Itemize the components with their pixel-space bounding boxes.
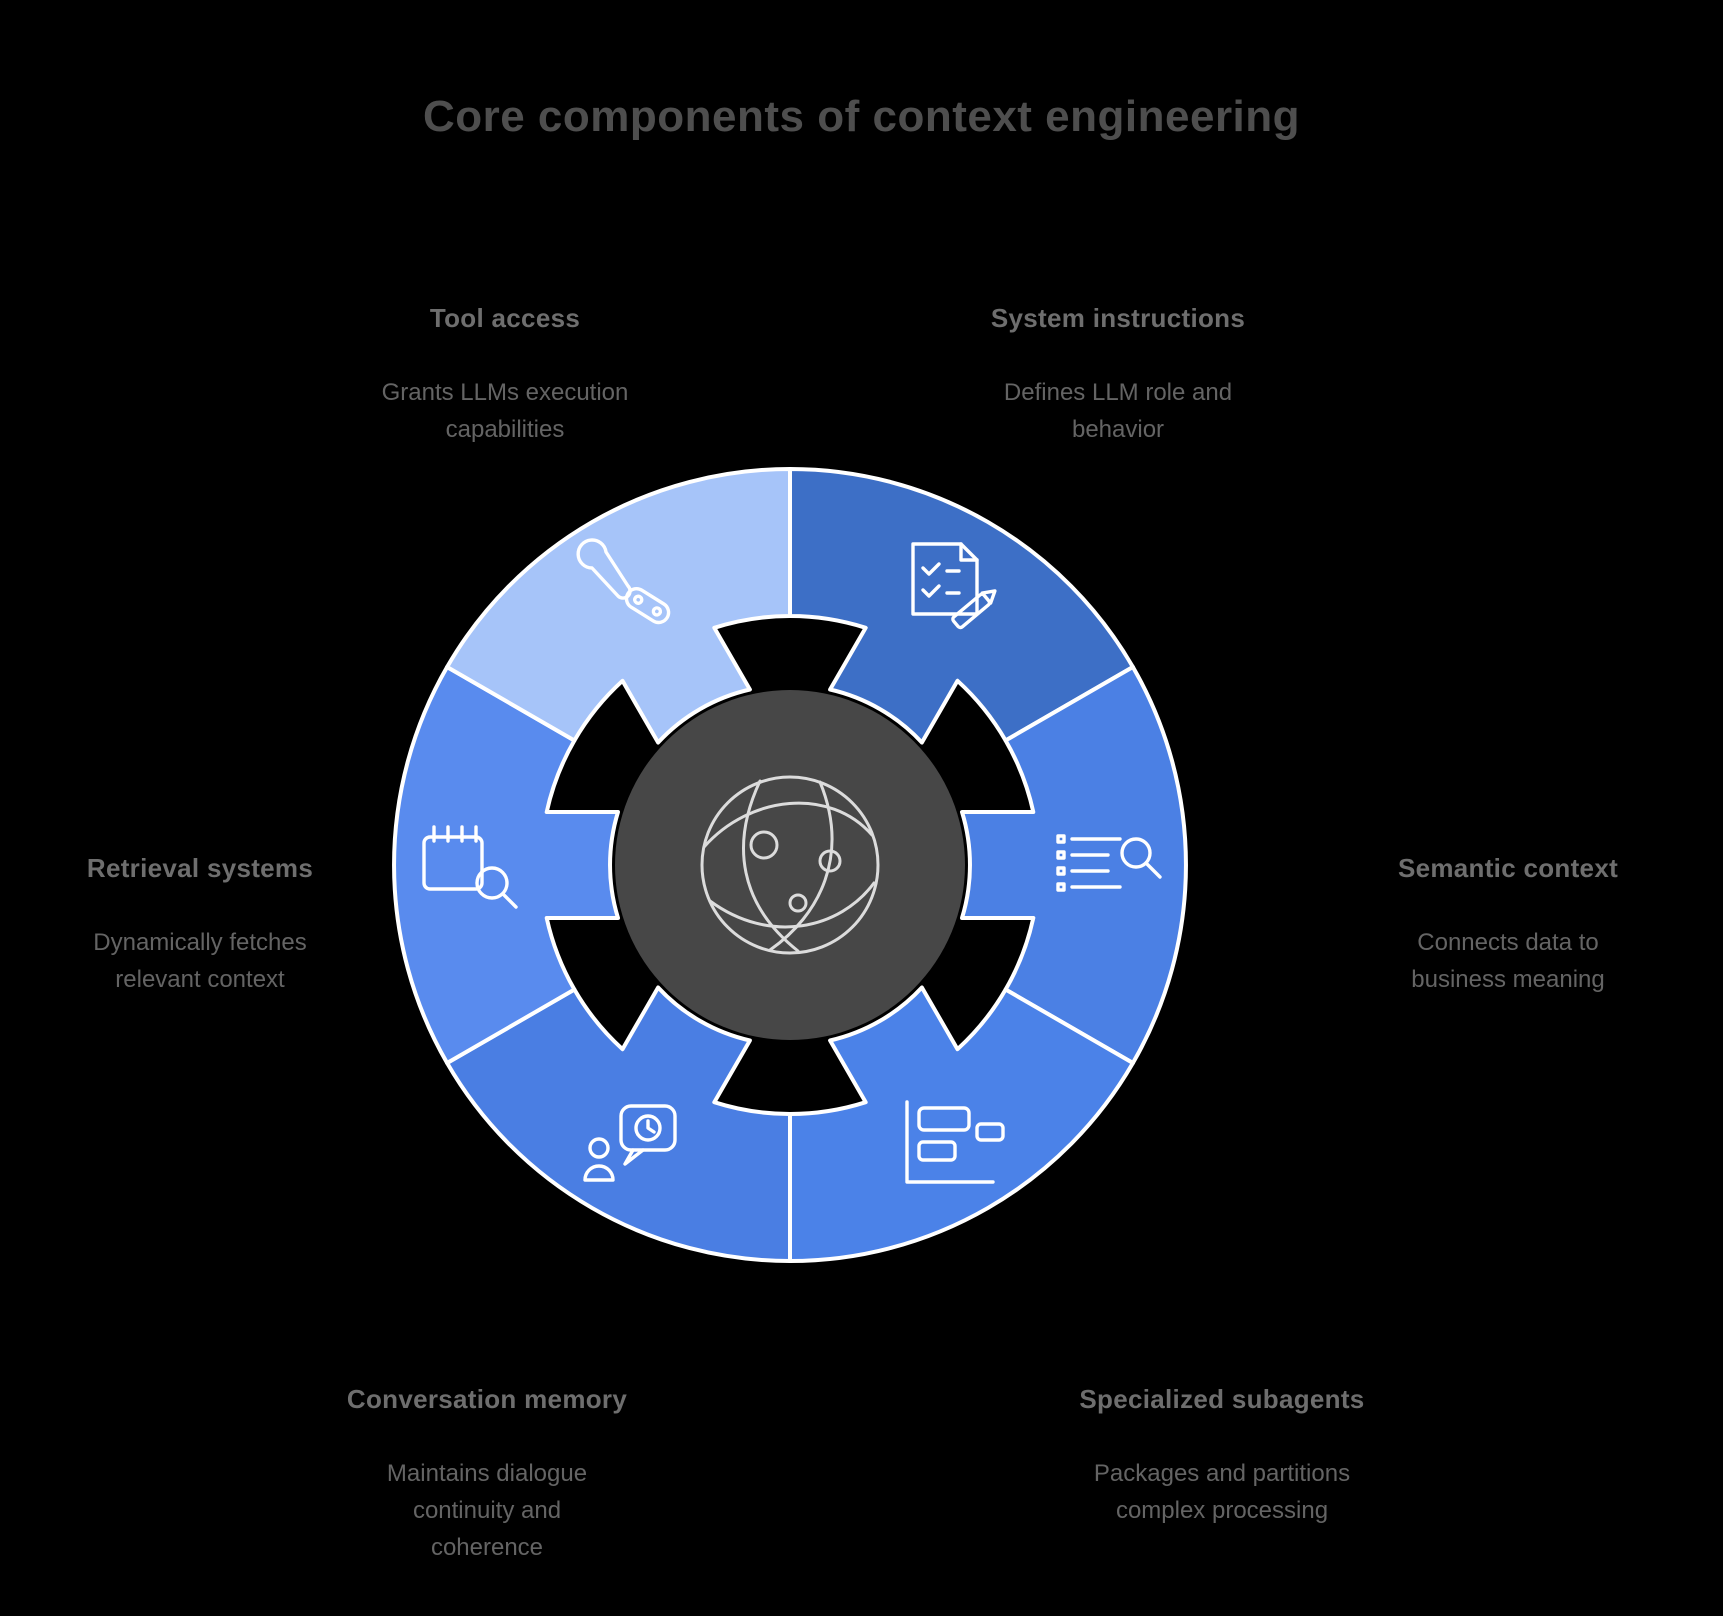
center-hub (615, 690, 965, 1040)
calendar-search-icon (422, 825, 518, 909)
tools-icon (576, 538, 671, 625)
segment-description: Defines LLM role and behavior (1003, 379, 1233, 443)
label-tool-access: Tool access Grants LLMs execution capabi… (245, 303, 765, 448)
segment-description: Packages and partitions complex processi… (1093, 1460, 1351, 1524)
label-conversation-memory: Conversation memory Maintains dialogue c… (227, 1384, 747, 1566)
segment-heading: Specialized subagents (1079, 1384, 1365, 1414)
label-specialized-subagents: Specialized subagents Packages and parti… (962, 1384, 1482, 1529)
label-retrieval-systems: Retrieval systems Dynamically fetches re… (0, 853, 460, 998)
segment-heading: Tool access (429, 303, 581, 333)
segment-description: Grants LLMs execution capabilities (381, 379, 629, 443)
segment-heading: Conversation memory (346, 1384, 628, 1414)
globe-network-icon (700, 775, 880, 955)
segment-description: Connects data to business meaning (1411, 929, 1605, 993)
diagram-title: Core components of context engineering (422, 92, 1301, 141)
label-system-instructions: System instructions Defines LLM role and… (858, 303, 1378, 448)
segment-heading: Retrieval systems (86, 853, 314, 883)
segment-description: Dynamically fetches relevant context (93, 929, 307, 993)
checklist-pencil-icon (911, 542, 997, 630)
segment-heading: System instructions (990, 303, 1246, 333)
task-boxes-icon (905, 1100, 1005, 1184)
segment-description: Maintains dialogue continuity and cohere… (386, 1460, 588, 1561)
label-semantic-context: Semantic context Connects data to busine… (1248, 853, 1723, 998)
segment-heading: Semantic context (1397, 853, 1619, 883)
list-search-icon (1056, 834, 1162, 892)
person-chat-clock-icon (583, 1104, 677, 1182)
segment-tool-access (445, 467, 792, 745)
